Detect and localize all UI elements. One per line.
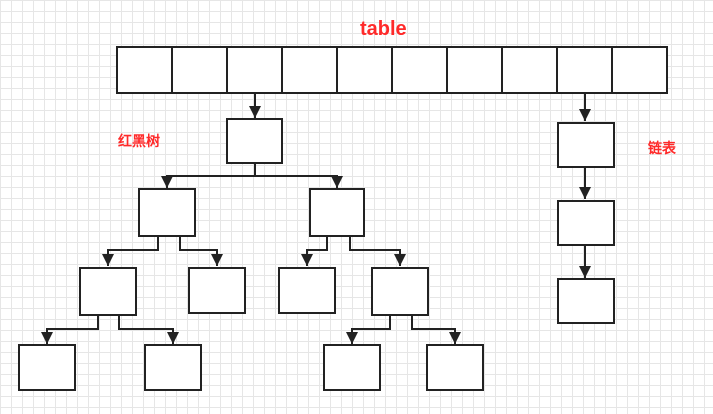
table-cell [336, 46, 393, 94]
arrow-root-to-left [161, 163, 256, 188]
tree-node-left-right [188, 267, 246, 314]
red-black-tree-label: 红黑树 [118, 133, 160, 149]
linked-list-label: 链表 [648, 140, 676, 156]
tree-node-lll [18, 344, 76, 391]
arrow-r-to-rr [349, 236, 406, 266]
arrow-l-to-ll [102, 236, 159, 266]
table-title: table [360, 18, 407, 40]
arrow-ll-to-lll [41, 315, 99, 344]
list-node-3 [557, 278, 615, 324]
arrow-ll-to-llr [118, 315, 179, 344]
tree-node-right-right [371, 267, 429, 316]
arrow-l-to-lr [179, 236, 223, 266]
hash-table-array [116, 46, 668, 94]
table-cell [281, 46, 338, 94]
table-cell [501, 46, 558, 94]
table-cell [391, 46, 448, 94]
arrow-root-to-right [255, 175, 343, 188]
tree-node-rrl [323, 344, 381, 391]
table-cell [116, 46, 173, 94]
table-cell [171, 46, 228, 94]
tree-node-right-left [278, 267, 336, 314]
tree-node-left-left [79, 267, 137, 316]
tree-node-llr [144, 344, 202, 391]
linked-list [557, 122, 615, 324]
arrow-rr-to-rrl [346, 315, 391, 344]
connectors [41, 93, 591, 344]
tree-node-right [309, 188, 365, 237]
arrow-rr-to-rrr [411, 315, 461, 344]
red-black-tree [18, 118, 484, 391]
tree-node-root [226, 118, 283, 164]
table-cell [611, 46, 668, 94]
arrow-r-to-rl [301, 236, 328, 266]
tree-node-rrr [426, 344, 484, 391]
table-cell [226, 46, 283, 94]
table-cell [556, 46, 613, 94]
tree-node-left [138, 188, 196, 237]
list-node-2 [557, 200, 615, 246]
list-node-1 [557, 122, 615, 168]
table-cell [446, 46, 503, 94]
